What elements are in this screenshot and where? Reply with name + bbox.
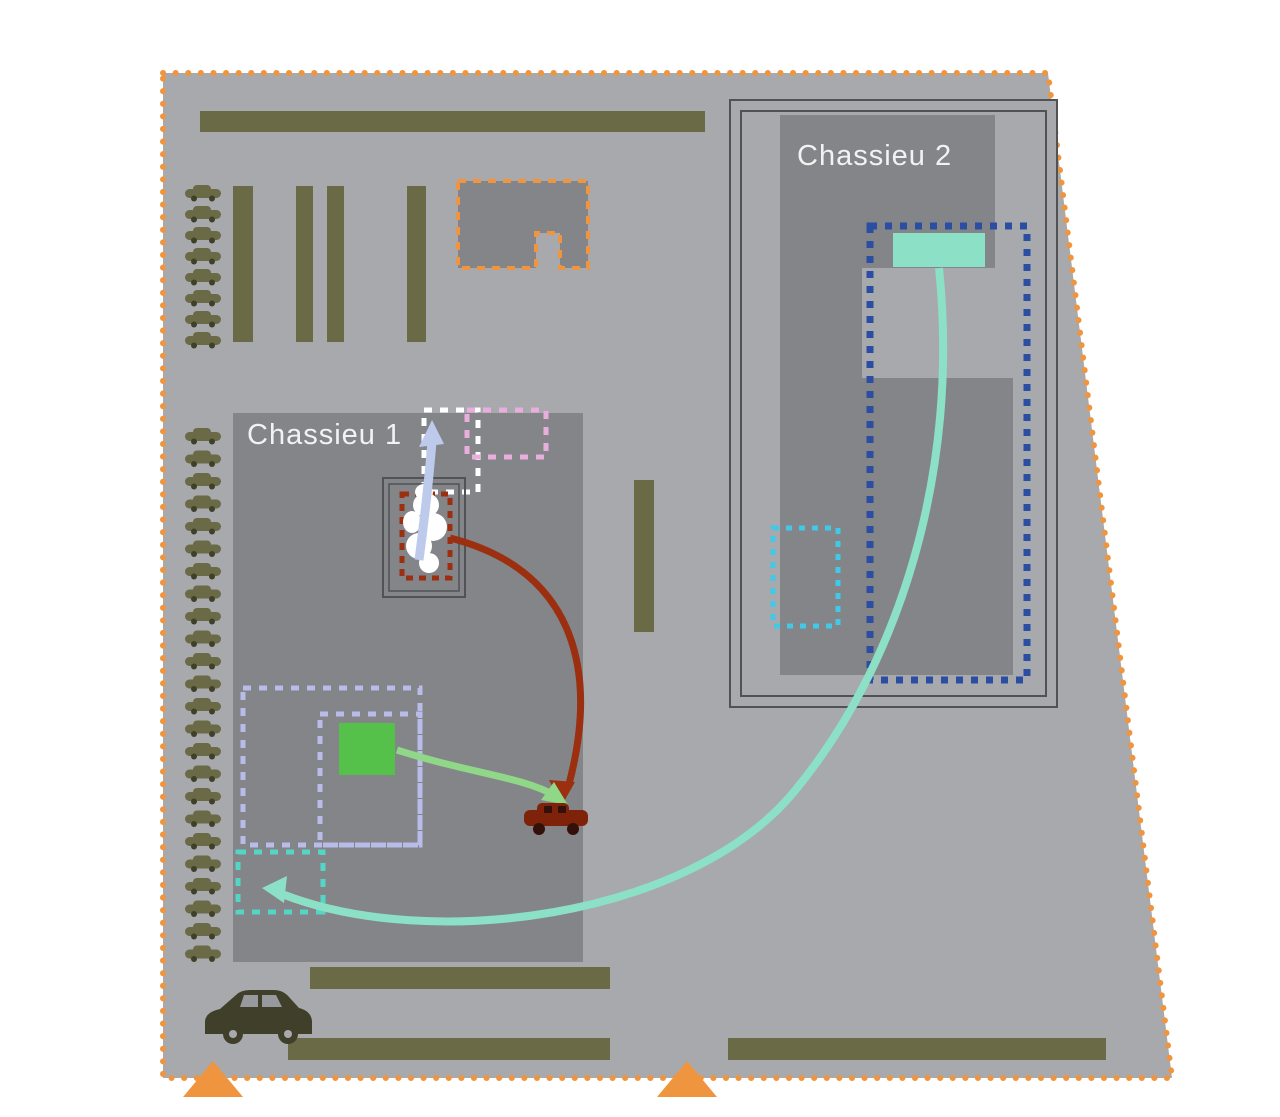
building-bar-top — [200, 111, 705, 132]
building-bar-bottom-3 — [728, 1038, 1106, 1060]
entrance-triangle-icon — [657, 1061, 717, 1097]
red-car-icon — [524, 803, 588, 835]
building-bar-bottom-2 — [288, 1038, 610, 1060]
blue-route-arrowhead — [419, 420, 444, 447]
building-bar-v1 — [233, 186, 253, 342]
zone-chassieu-2-label: Chassieu 2 — [797, 140, 952, 172]
machine-frame-outer — [382, 477, 466, 598]
blue-route-arrow — [414, 441, 437, 561]
building-bar-v2 — [296, 186, 313, 342]
green-square — [339, 723, 395, 775]
site-boundary — [160, 70, 1176, 1081]
pink-dashed-zone — [464, 407, 549, 460]
lavender-dashed-zone-outer — [240, 685, 423, 848]
entrance-triangle-icon — [183, 1061, 243, 1097]
cyan-dashed-zone — [770, 525, 841, 629]
zone-chassieu-2-frame-inner — [740, 110, 1047, 697]
zone-chassieu-1-label: Chassieu 1 — [247, 419, 402, 451]
large-car-icon — [205, 990, 312, 1044]
white-dashed-zone — [421, 407, 481, 495]
teal-route-arrowhead — [262, 876, 287, 903]
green-route-arrow — [395, 746, 558, 800]
orange-dashed-zone — [456, 179, 590, 270]
building-bar-center — [634, 480, 654, 632]
turquoise-dashed-zone — [235, 849, 326, 915]
building-bar-v4 — [407, 186, 426, 342]
red-dashed-zone — [399, 491, 453, 581]
lavender-dashed-zone-inner — [317, 711, 423, 848]
teal-highlight-rect — [893, 233, 985, 267]
teal-route-arrow — [280, 267, 948, 926]
building-bar-v3 — [327, 186, 344, 342]
green-route-arrowhead — [541, 782, 568, 805]
zone-chassieu-2 — [780, 115, 1013, 675]
building-bar-bottom-1 — [310, 967, 610, 989]
red-route-arrow — [449, 534, 584, 789]
blue-dashed-zone — [866, 222, 1031, 684]
